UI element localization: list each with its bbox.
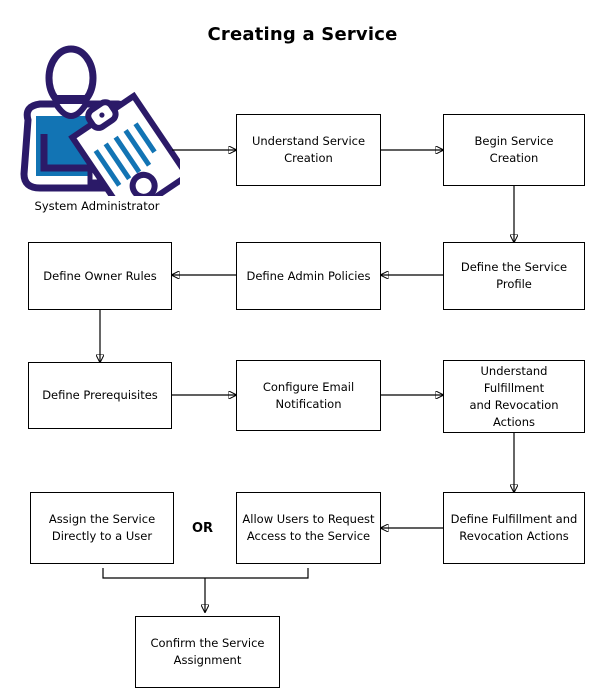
or-label: OR bbox=[192, 521, 214, 536]
node-label: Define Prerequisites bbox=[42, 388, 158, 402]
node-allow-users-to-request-access[interactable]: Allow Users to Request Access to the Ser… bbox=[236, 492, 381, 564]
node-confirm-the-service-assignment[interactable]: Confirm the Service Assignment bbox=[135, 616, 280, 688]
node-label: Assign the Service Directly to a User bbox=[48, 512, 156, 543]
page-title: Creating a Service bbox=[207, 24, 398, 45]
node-label: Configure Email Notification bbox=[262, 379, 355, 411]
node-define-the-service-profile[interactable]: Define the Service Profile bbox=[443, 242, 585, 310]
edge-merge-bar bbox=[102, 568, 309, 579]
person-with-clipboard-icon bbox=[20, 45, 192, 222]
node-understand-service-creation[interactable]: Understand Service Creation bbox=[236, 114, 381, 186]
node-define-prerequisites[interactable]: Define Prerequisites bbox=[28, 362, 172, 429]
node-label: Confirm the Service Assignment bbox=[150, 636, 265, 667]
node-label: Define Owner Rules bbox=[43, 268, 157, 283]
node-begin-service-creation[interactable]: Begin Service Creation bbox=[443, 114, 585, 186]
node-label: Understand Service Creation bbox=[251, 134, 366, 165]
node-define-owner-rules[interactable]: Define Owner Rules bbox=[28, 242, 172, 310]
node-define-fulfillment-and-revocation-actions[interactable]: Define Fulfillment and Revocation Action… bbox=[443, 492, 585, 564]
node-configure-email-notification[interactable]: Configure Email Notification bbox=[236, 360, 381, 431]
node-assign-the-service-directly[interactable]: Assign the Service Directly to a User bbox=[30, 492, 174, 564]
node-label: Begin Service Creation bbox=[474, 134, 554, 165]
node-define-admin-policies[interactable]: Define Admin Policies bbox=[236, 242, 381, 310]
node-label: Define the Service Profile bbox=[460, 260, 568, 291]
node-understand-fulfillment-and-revocation-actions[interactable]: Understand Fulfillment and Revocation Ac… bbox=[443, 360, 585, 433]
node-label: Understand Fulfillment and Revocation Ac… bbox=[469, 363, 559, 429]
node-label: Define Admin Policies bbox=[246, 268, 371, 283]
system-administrator-icon bbox=[14, 36, 192, 222]
node-label: Define Fulfillment and Revocation Action… bbox=[450, 512, 578, 543]
system-administrator-label: System Administrator bbox=[34, 199, 160, 213]
node-label: Allow Users to Request Access to the Ser… bbox=[242, 512, 375, 543]
